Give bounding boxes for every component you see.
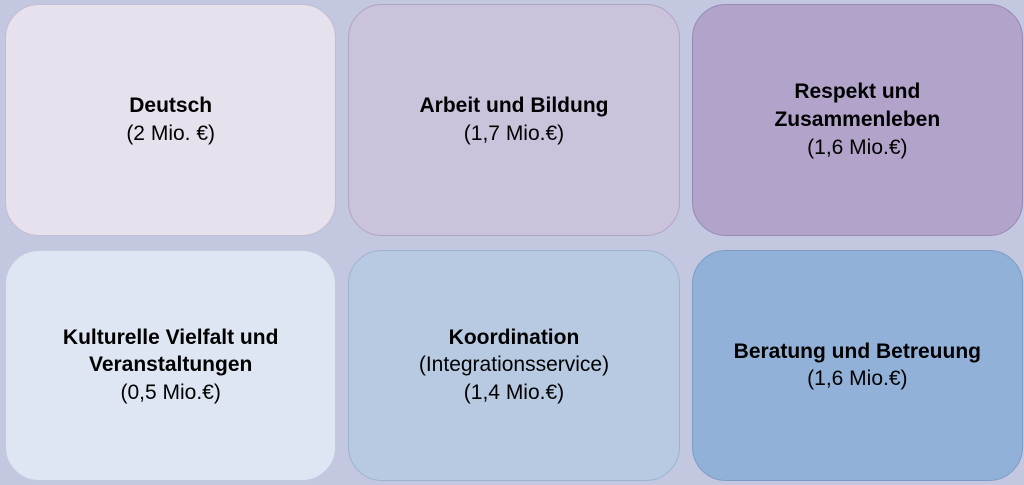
card-title: Deutsch bbox=[129, 94, 213, 118]
card-subtitle: (Integrationsservice) bbox=[418, 353, 610, 377]
card-title: Koordination bbox=[448, 325, 580, 349]
card-koordination: Koordination (Integrationsservice) (1,4 … bbox=[348, 249, 680, 481]
card-respekt-und-zusammenleben: Respekt und Zusammenleben (1,6 Mio.€) bbox=[691, 4, 1023, 236]
card-amount: (1,6 Mio.€) bbox=[807, 135, 908, 159]
card-kulturelle-vielfalt-und-veranstaltungen: Kulturelle Vielfalt und Veranstaltungen … bbox=[5, 249, 337, 481]
card-title: Arbeit und Bildung bbox=[419, 94, 609, 118]
card-amount: (2 Mio. €) bbox=[126, 121, 215, 145]
card-amount: (1,6 Mio.€) bbox=[807, 367, 908, 391]
card-title: Kulturelle Vielfalt und Veranstaltungen bbox=[62, 325, 279, 377]
card-arbeit-und-bildung: Arbeit und Bildung (1,7 Mio.€) bbox=[348, 4, 680, 236]
card-deutsch: Deutsch (2 Mio. €) bbox=[5, 4, 337, 236]
card-beratung-und-betreuung: Beratung und Betreuung (1,6 Mio.€) bbox=[691, 249, 1023, 481]
card-amount: (1,7 Mio.€) bbox=[463, 121, 565, 145]
card-amount: (0,5 Mio.€) bbox=[120, 381, 221, 405]
card-title: Respekt und Zusammenleben bbox=[774, 80, 941, 131]
card-title: Beratung und Betreuung bbox=[733, 339, 981, 363]
card-amount: (1,4 Mio.€) bbox=[463, 381, 565, 405]
